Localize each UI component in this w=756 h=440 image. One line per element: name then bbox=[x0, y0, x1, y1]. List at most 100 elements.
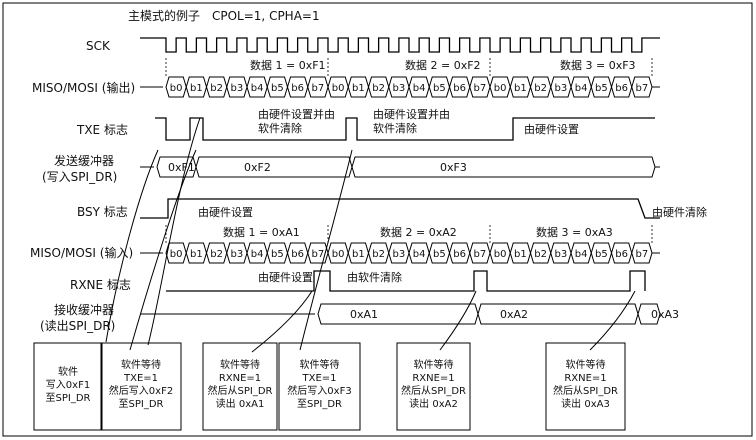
mosi-output-bit-label: b3 bbox=[231, 83, 244, 94]
step-box-4-line: 软件等待 bbox=[300, 358, 340, 371]
miso-input-bit-label: b6 bbox=[615, 249, 628, 260]
tx-buffer-value-3: 0xF3 bbox=[440, 161, 467, 174]
bsy-waveform bbox=[140, 198, 660, 219]
step-box-4-line: TXE=1 bbox=[301, 373, 336, 384]
mosi-output-bit-label: b6 bbox=[291, 83, 304, 94]
arrow-box2-wait bbox=[129, 149, 197, 351]
step-box-2-line: 然后写入0xF2 bbox=[109, 384, 173, 397]
miso-input-bit-label: b5 bbox=[433, 249, 446, 260]
miso-input-bit-label: b2 bbox=[210, 249, 223, 260]
miso-input-bit-label: b7 bbox=[312, 249, 325, 260]
rxne-annotation-clear: 由软件清除 bbox=[347, 270, 402, 284]
mosi-output-bit-label: b5 bbox=[271, 83, 284, 94]
mosi-output-bit-label: b0 bbox=[170, 83, 183, 94]
arrow-box4-txe bbox=[299, 149, 353, 351]
mosi-output-bit-label: b6 bbox=[615, 83, 628, 94]
mosi-output-bit-label: b7 bbox=[312, 83, 325, 94]
rx-buffer-cell bbox=[637, 303, 661, 325]
step-box-1-line: 写入0xF1 bbox=[46, 379, 90, 391]
mosi-output-bit-label: b2 bbox=[534, 83, 547, 94]
miso-input-bit-label: b4 bbox=[575, 249, 588, 260]
miso-input-bit-label: b2 bbox=[534, 249, 547, 260]
step-box-3-line: 读出 0xA1 bbox=[216, 397, 265, 410]
tx-buffer-cell bbox=[351, 156, 656, 178]
step-box-6-line: RXNE=1 bbox=[564, 373, 606, 384]
step-box-6 bbox=[545, 342, 626, 431]
txe-annotation-2b: 软件清除 bbox=[373, 121, 417, 135]
mosi-output-bit-label: b0 bbox=[332, 83, 345, 94]
bsy-label: BSY 标志 bbox=[77, 205, 128, 219]
mosi-output-label: MISO/MOSI (输出) bbox=[32, 80, 135, 95]
step-box-3-line: 然后从SPI_DR bbox=[208, 384, 273, 397]
mosi-output-bit-label: b1 bbox=[514, 83, 527, 94]
mosi-output-bit-label: b4 bbox=[251, 83, 264, 94]
mosi-output-bit-label: b5 bbox=[595, 83, 608, 94]
miso-input-bit-label: b7 bbox=[474, 249, 487, 260]
arrow-box5-rxne bbox=[439, 290, 477, 351]
step-box-5 bbox=[396, 342, 471, 431]
arrow-box3-rxne bbox=[251, 290, 313, 353]
bsy-annotation-set: 由硬件设置 bbox=[198, 205, 253, 219]
step-box-5-line: 读出 0xA2 bbox=[409, 397, 458, 410]
rx-buffer-label: 接收缓冲器 bbox=[54, 302, 114, 317]
miso-input-bit-label: b0 bbox=[494, 249, 507, 260]
step-box-2 bbox=[100, 342, 182, 431]
software-step-boxes: 软件写入0xF1至SPI_DR软件等待TXE=1然后写入0xF2至SPI_DR软… bbox=[33, 342, 626, 431]
miso-input-bit-label: b1 bbox=[190, 249, 203, 260]
mosi-output-bit-label: b6 bbox=[453, 83, 466, 94]
tx-buffer-cell bbox=[195, 156, 353, 178]
rx-buffer-value-3: 0xA3 bbox=[651, 308, 679, 321]
miso-input-bit-label: b5 bbox=[595, 249, 608, 260]
mosi-output-bit-label: b5 bbox=[433, 83, 446, 94]
step-box-4 bbox=[278, 342, 361, 431]
mosi-output-bit-label: b2 bbox=[210, 83, 223, 94]
step-box-6-line: 读出 0xA3 bbox=[561, 397, 610, 410]
step-box-6-line: 软件等待 bbox=[566, 358, 606, 371]
txe-label: TXE 标志 bbox=[76, 123, 128, 137]
step-box-5-line: 然后从SPI_DR bbox=[401, 384, 466, 397]
rx-buffer-bus bbox=[140, 303, 661, 325]
tx-frame-3-label: 数据 3 = 0xF3 bbox=[560, 58, 636, 72]
rx-frame-2-label: 数据 2 = 0xA2 bbox=[380, 225, 457, 239]
step-box-1-line: 软件 bbox=[58, 365, 78, 378]
sck-waveform bbox=[140, 37, 660, 53]
miso-input-bit-label: b7 bbox=[636, 249, 649, 260]
step-box-4-line: 然后写入0xF3 bbox=[287, 384, 351, 397]
mosi-output-bit-label: b4 bbox=[575, 83, 588, 94]
mosi-output-bit-label: b3 bbox=[555, 83, 568, 94]
miso-input-bit-label: b3 bbox=[393, 249, 406, 260]
step-box-5-line: RXNE=1 bbox=[412, 373, 454, 384]
rxne-label: RXNE 标志 bbox=[70, 278, 131, 292]
miso-input-bit-label: b0 bbox=[170, 249, 183, 260]
rx-frame-1-label: 数据 1 = 0xA1 bbox=[223, 225, 300, 239]
mosi-output-bit-label: b7 bbox=[636, 83, 649, 94]
txe-annotation-1: 由硬件设置并由 bbox=[258, 107, 335, 121]
miso-input-bit-label: b4 bbox=[413, 249, 426, 260]
step-box-1 bbox=[33, 342, 103, 431]
mosi-output-bit-label: b2 bbox=[372, 83, 385, 94]
miso-input-bit-label: b1 bbox=[352, 249, 365, 260]
rxne-annotation-set: 由硬件设置 bbox=[258, 270, 313, 284]
tx-buffer-value-1: 0xF1 bbox=[168, 161, 195, 174]
tx-buffer-bus bbox=[140, 156, 660, 178]
step-box-1-line: 至SPI_DR bbox=[46, 392, 91, 404]
tx-buffer-value-2: 0xF2 bbox=[244, 161, 271, 174]
txe-annotation-3: 由硬件设置 bbox=[524, 122, 579, 136]
step-box-2-line: 软件等待 bbox=[121, 358, 161, 371]
step-box-6-line: 然后从SPI_DR bbox=[553, 384, 618, 397]
miso-input-bit-label: b5 bbox=[271, 249, 284, 260]
arrow-box1-write bbox=[105, 149, 159, 343]
miso-input-bit-label: b0 bbox=[332, 249, 345, 260]
miso-input-bit-label: b2 bbox=[372, 249, 385, 260]
txe-annotation-2: 由硬件设置并由 bbox=[373, 107, 450, 121]
miso-input-bit-label: b4 bbox=[251, 249, 264, 260]
step-box-4-line: 至SPI_DR bbox=[297, 398, 342, 410]
rx-buffer-cell bbox=[317, 303, 479, 325]
rx-buffer-sublabel: (读出SPI_DR) bbox=[40, 319, 115, 333]
step-box-5-line: 软件等待 bbox=[414, 358, 454, 371]
